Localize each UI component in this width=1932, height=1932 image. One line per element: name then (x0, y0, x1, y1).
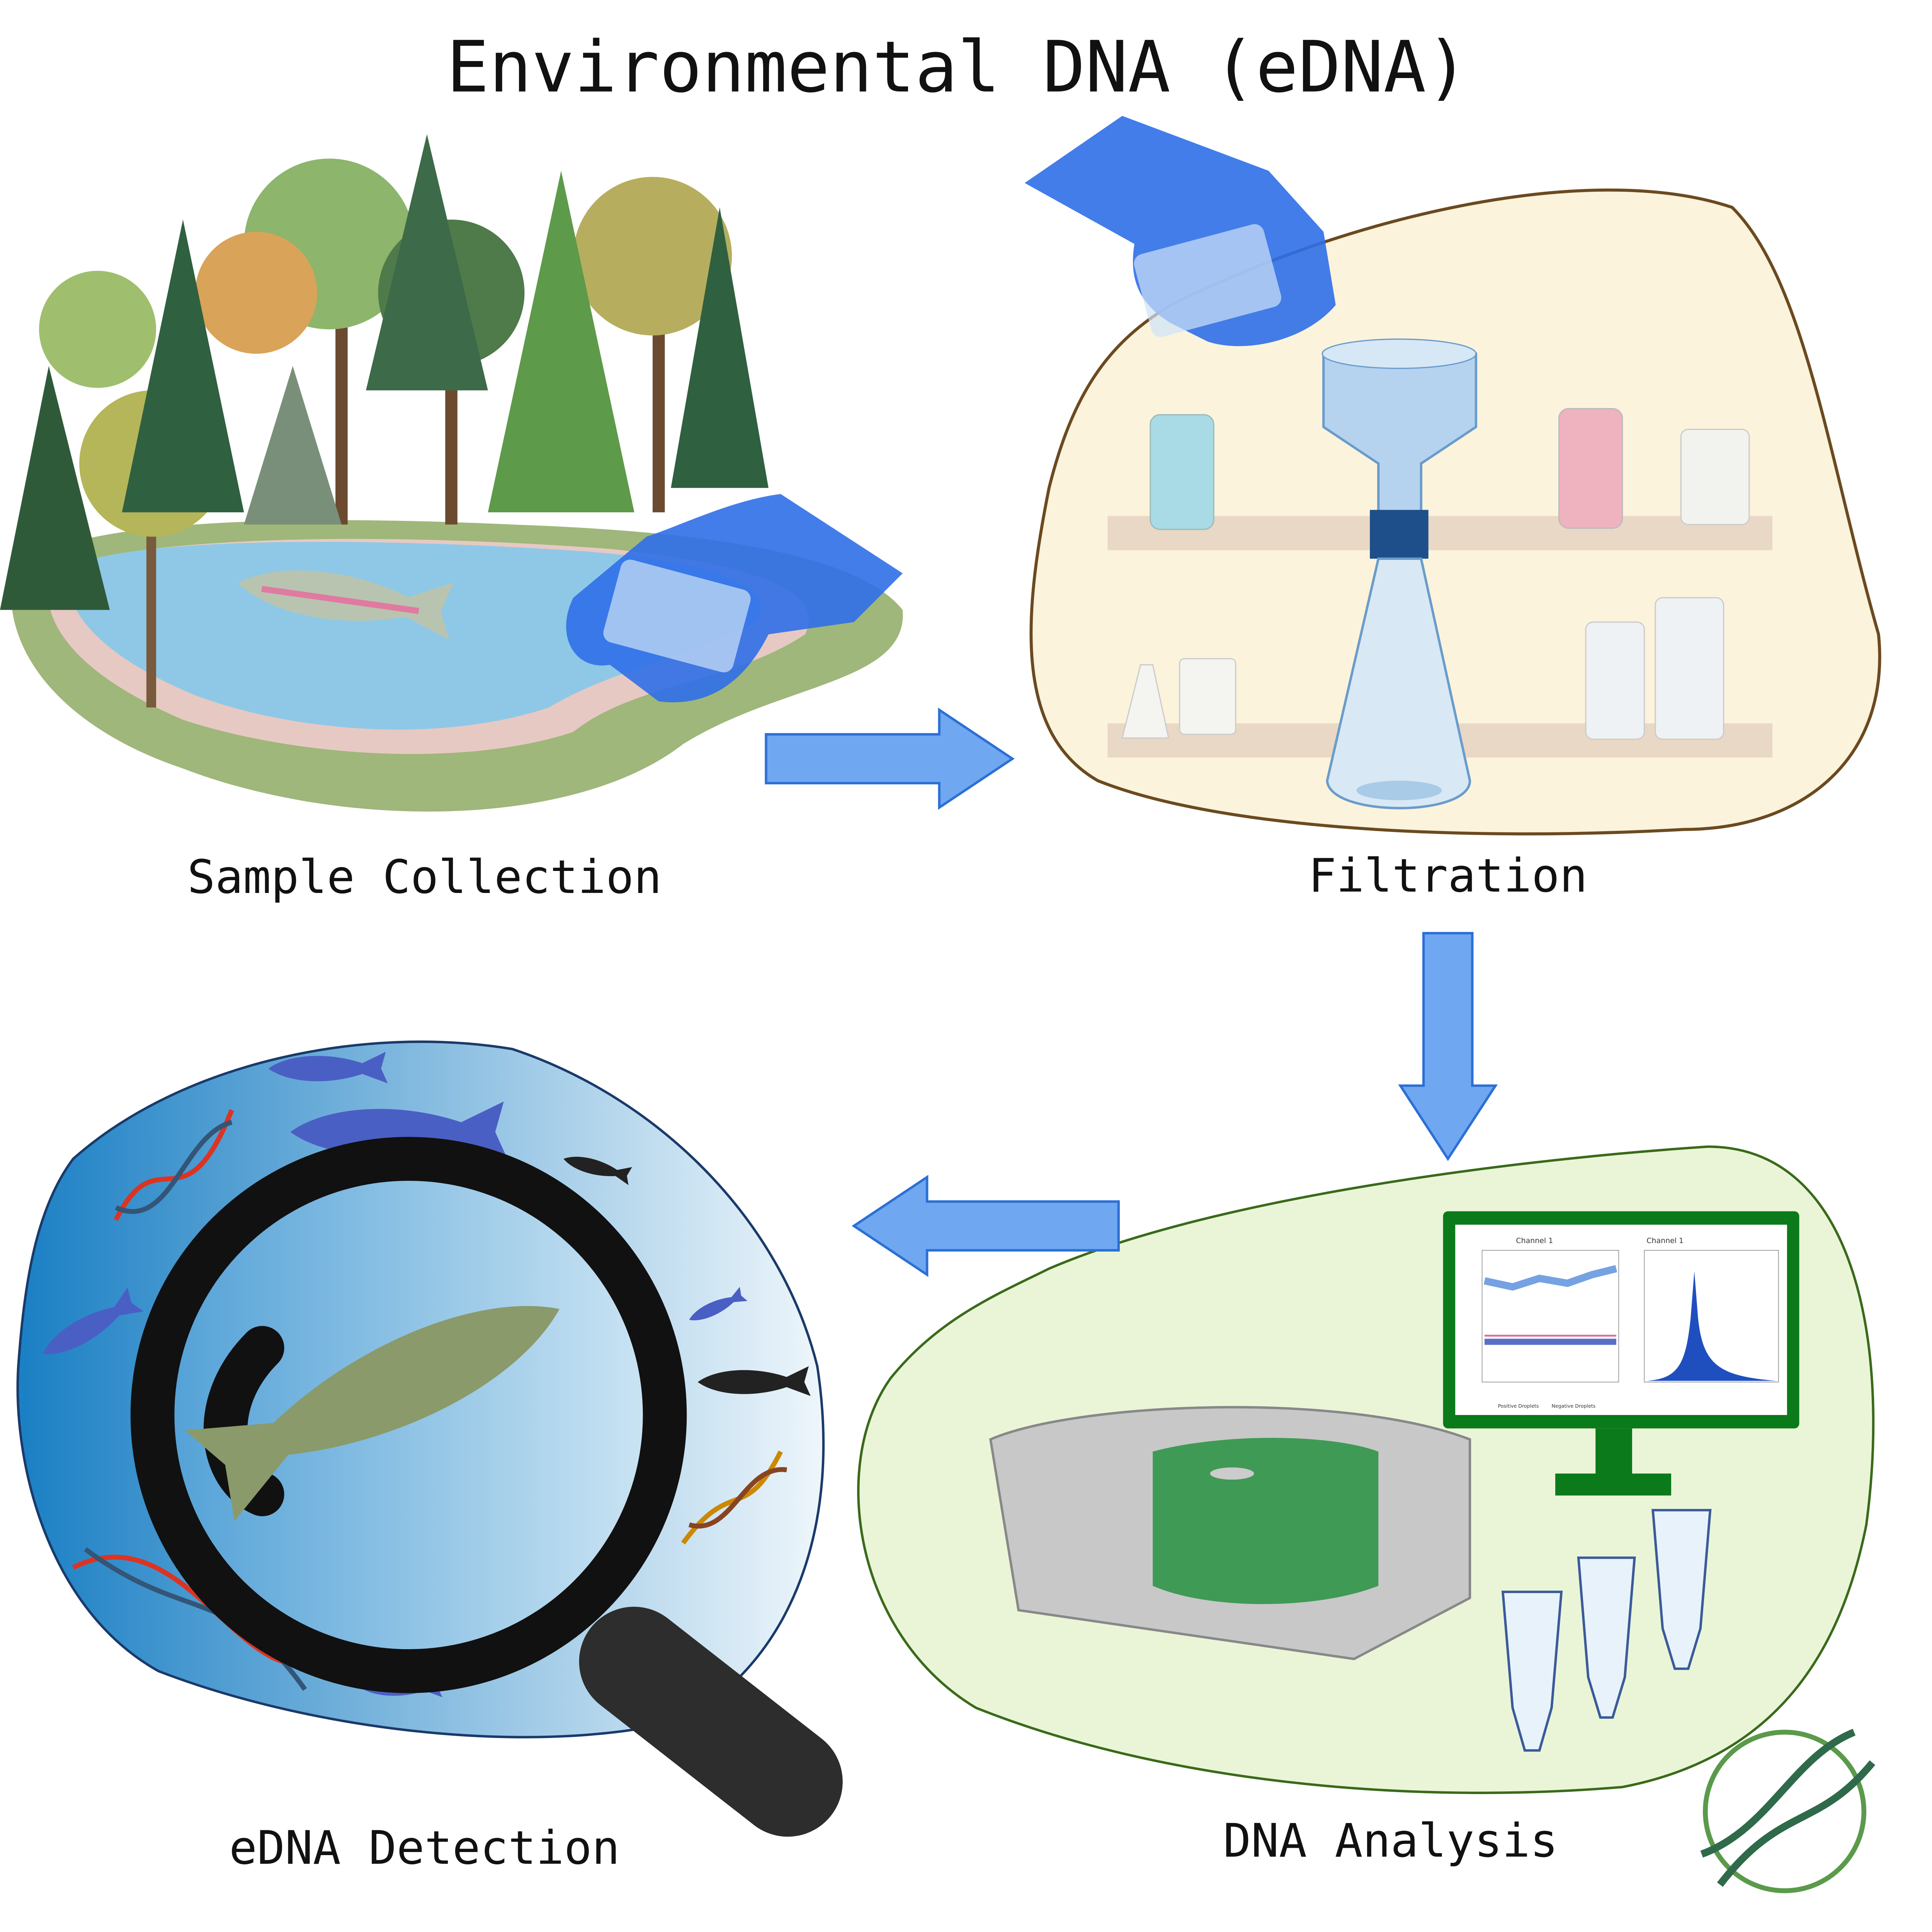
edna-detection-illustration (16, 1040, 843, 1837)
dna-logo-icon (1700, 1728, 1876, 1893)
legend-positive: Positive Droplets (1498, 1403, 1539, 1409)
pcr-machine-icon (989, 1406, 1471, 1660)
filtration-illustration (1024, 116, 1881, 835)
glove-hand-icon (566, 494, 903, 702)
funnel-flask-icon (1321, 338, 1477, 810)
legend-negative: Negative Droplets (1552, 1403, 1596, 1409)
monitor-icon: Channel 1 Channel 1 Positive Droplets Ne… (1443, 1211, 1799, 1496)
step-label-sample-collection: Sample Collection (187, 850, 662, 904)
step-label-edna-detection: eDNA Detection (229, 1821, 620, 1875)
step-label-filtration: Filtration (1308, 849, 1587, 903)
tube-icon (1501, 1509, 1712, 1752)
arrow-left (852, 1175, 1120, 1277)
arrow-down (1398, 932, 1498, 1161)
step-label-dna-analysis: DNA Analysis (1223, 1814, 1558, 1868)
dna-analysis-illustration: Channel 1 Channel 1 Positive Droplets Ne… (857, 1145, 1875, 1794)
chart-title-right: Channel 1 (1646, 1236, 1684, 1245)
arrow-right (765, 707, 1015, 810)
magnifier-icon (130, 1137, 843, 1837)
chart-title-left: Channel 1 (1516, 1236, 1553, 1245)
sample-collection-illustration (0, 134, 903, 812)
glove-hand-icon (1024, 116, 1336, 346)
tree-icon (0, 134, 769, 707)
fish-icon (234, 553, 457, 640)
page-title: Environmental DNA (eDNA) (446, 26, 1468, 109)
